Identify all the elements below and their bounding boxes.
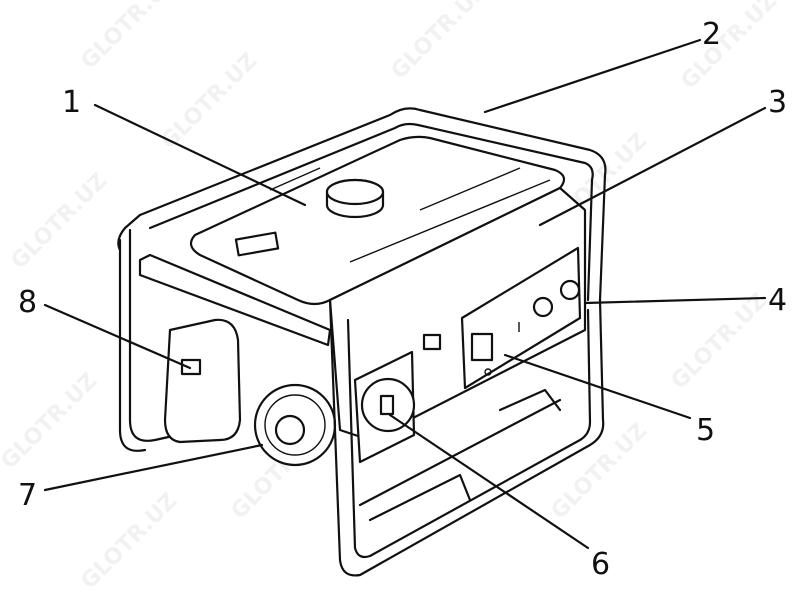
callout-1: 1 (62, 85, 81, 120)
tank-ridge (269, 167, 551, 263)
ac-outlet-1 (532, 296, 554, 318)
callout-8: 8 (18, 285, 37, 320)
leader-line-2 (483, 38, 702, 114)
leader-line-6 (388, 413, 590, 550)
circuit-breaker (470, 332, 494, 362)
leader-line-7 (43, 443, 264, 492)
watermark: GLOTR.UZ (667, 289, 773, 395)
callout-6: 6 (591, 547, 610, 582)
fuel-gauge (234, 231, 280, 257)
leader-line-8 (43, 303, 192, 370)
callout-3: 3 (768, 85, 787, 120)
recoil-starter (253, 383, 337, 467)
callout-7: 7 (18, 478, 37, 513)
watermark: GLOTR.UZ (157, 49, 263, 155)
air-filter (163, 318, 242, 444)
leader-line-4 (583, 296, 767, 305)
ac-outlet-2 (559, 279, 581, 301)
leader-line-1 (93, 103, 307, 207)
callout-4: 4 (768, 283, 787, 318)
watermark: GLOTR.UZ (677, 0, 783, 94)
choke-lever (180, 358, 202, 376)
watermark: GLOTR.UZ (387, 0, 493, 84)
frame-base (358, 388, 562, 522)
callout-5: 5 (696, 413, 715, 448)
leader-line-5 (503, 353, 692, 420)
frame-rear (128, 107, 607, 442)
frame-front-inner (346, 308, 592, 559)
indicator-lamp (422, 333, 442, 351)
leader-lines (43, 38, 767, 550)
fuel-cap (325, 178, 385, 219)
lifting-bar (138, 253, 332, 347)
leader-line-3 (538, 106, 767, 227)
callout-2: 2 (702, 17, 721, 52)
watermark: GLOTR.UZ (77, 489, 183, 595)
watermark: GLOTR.UZ (7, 169, 113, 275)
engine-switch (379, 394, 395, 416)
panel-screw (484, 368, 492, 376)
frame-rear-inner (148, 122, 594, 302)
frame-front (117, 213, 605, 577)
watermark: GLOTR.UZ (0, 369, 102, 475)
watermark: GLOTR.UZ (77, 0, 183, 74)
